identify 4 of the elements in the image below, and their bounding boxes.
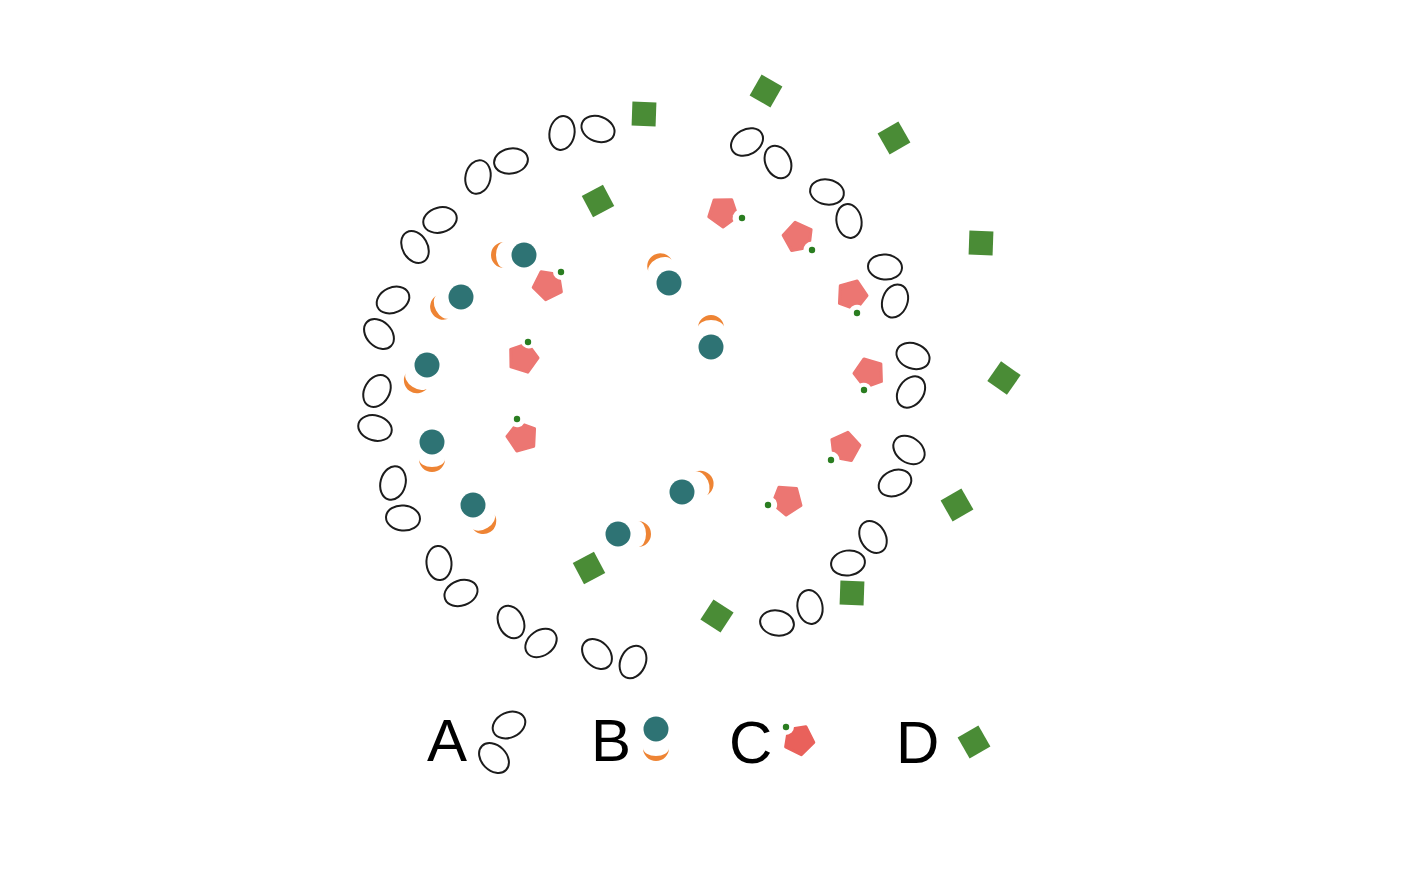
legend-label: D [896,713,940,773]
legend-label: C [729,713,773,773]
legend-label: A [427,711,468,771]
legend-label: B [591,711,632,771]
